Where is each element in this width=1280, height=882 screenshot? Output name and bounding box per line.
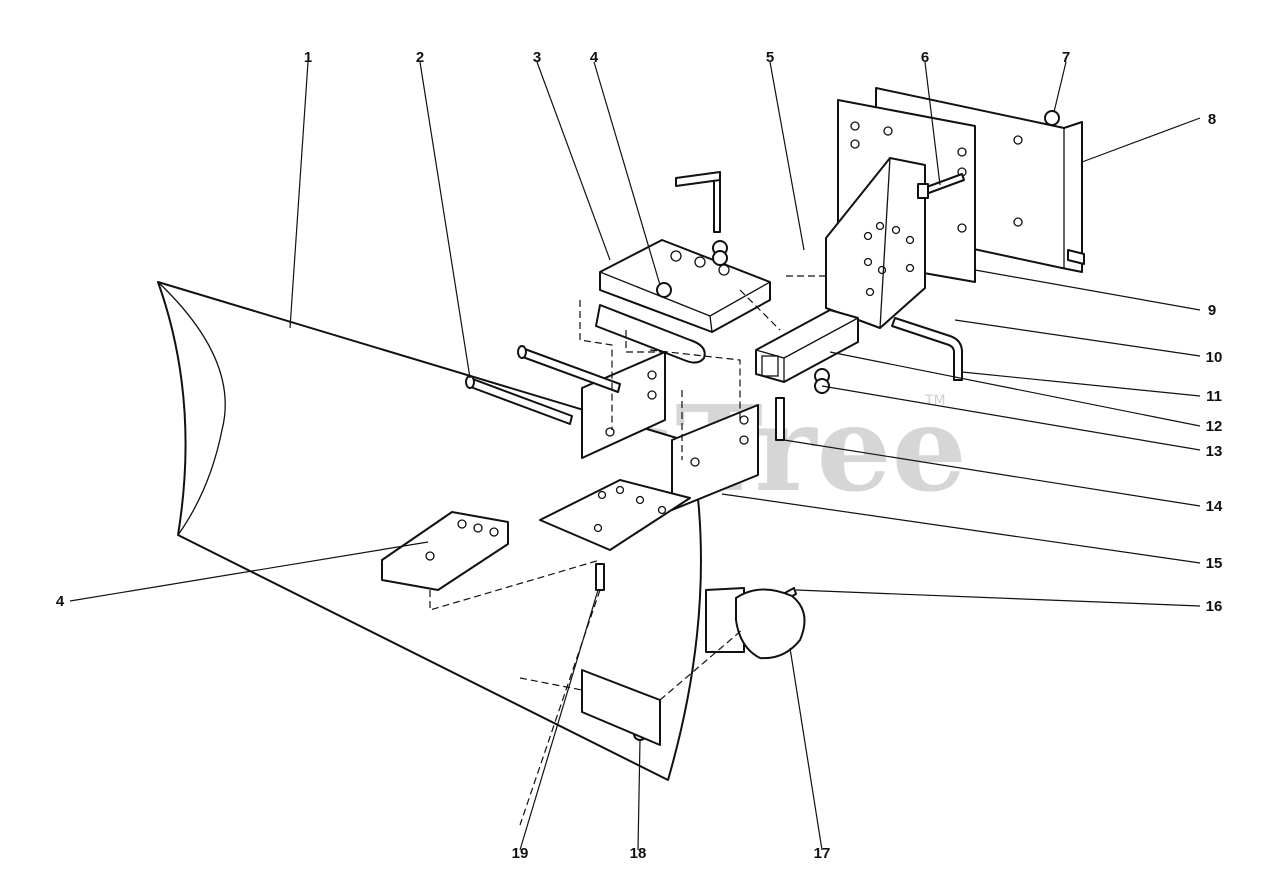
callout-12: 12 — [1206, 418, 1223, 435]
blade-plates — [381, 511, 661, 746]
callout-7: 7 — [1062, 49, 1070, 66]
callout-10: 10 — [1206, 349, 1223, 366]
watermark-tm: TM — [924, 393, 946, 409]
callout-11: 11 — [1206, 388, 1222, 405]
callout-labels: 1 2 3 4 5 6 7 8 9 10 11 12 13 14 15 4 16… — [56, 49, 1223, 862]
swivel-channel — [595, 239, 771, 364]
callout-6: 6 — [921, 49, 929, 66]
callout-13: 13 — [1206, 443, 1223, 460]
hitch-bracket — [755, 157, 926, 383]
skid-shoe — [705, 587, 806, 660]
assembly-lines — [429, 275, 826, 826]
callout-1: 1 — [304, 49, 312, 66]
l-pins — [675, 171, 963, 381]
leader-lines — [69, 61, 1201, 851]
callout-3: 3 — [533, 49, 541, 66]
pivot-pins — [465, 345, 621, 425]
callout-9: 9 — [1208, 302, 1216, 319]
callout-2: 2 — [416, 49, 424, 66]
callout-15: 15 — [1206, 555, 1223, 572]
callout-14: 14 — [1206, 498, 1223, 515]
callout-8: 8 — [1208, 111, 1216, 128]
callout-17: 17 — [814, 845, 831, 862]
callout-18: 18 — [630, 845, 647, 862]
blade-support-brackets — [539, 351, 759, 551]
callout-16: 16 — [1206, 598, 1223, 615]
callout-4-left: 4 — [56, 593, 65, 610]
callout-4-top: 4 — [590, 49, 599, 66]
callout-19: 19 — [512, 845, 529, 862]
callout-5: 5 — [766, 49, 774, 66]
